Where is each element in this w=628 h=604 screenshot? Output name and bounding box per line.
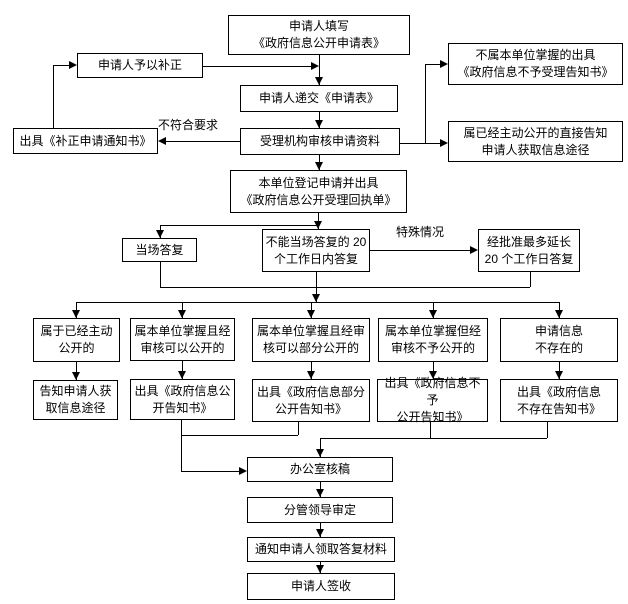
flow-node-already-public-inform: 属已经主动公开的直接告知 申请人获取信息途径 xyxy=(448,121,623,162)
connector xyxy=(181,471,240,472)
flow-node-correction-notice: 出具《补正申请通知书》 xyxy=(13,128,158,154)
connector xyxy=(425,64,441,65)
connector xyxy=(160,262,161,287)
connector xyxy=(53,65,70,66)
flow-node-case-not-open: 属本单位掌握但经 审核不予公开的 xyxy=(378,318,488,362)
flow-node-case-can-open: 属本单位掌握且经 审核可以公开的 xyxy=(130,318,235,361)
arrow-down-icon xyxy=(72,372,80,380)
connector xyxy=(181,420,182,471)
flow-node-register-receipt: 本单位登记申请并出具 《政府信息公开受理回执单》 xyxy=(230,170,407,213)
arrow-down-icon xyxy=(307,371,315,379)
flow-node-act-refuse-notice: 出具《政府信息不予 公开告知书》 xyxy=(377,376,488,424)
flow-node-applicant-sign: 申请人签收 xyxy=(247,573,395,600)
arrow-down-icon xyxy=(316,529,324,537)
flow-node-case-already-public: 属于已经主动 公开的 xyxy=(33,318,120,362)
flow-node-act-not-exist-notice: 出具《政府信息 不存在告知书》 xyxy=(500,379,618,422)
edge-label-special-case: 特殊情况 xyxy=(396,225,445,239)
arrow-down-icon xyxy=(307,310,315,318)
flow-node-submit-form: 申请人递交《申请表》 xyxy=(240,85,398,112)
flow-node-review-materials: 受理机构审核申请资料 xyxy=(240,128,400,155)
arrow-down-icon xyxy=(178,371,186,379)
arrow-down-icon xyxy=(315,120,323,128)
connector xyxy=(370,250,471,251)
connector xyxy=(160,225,318,226)
arrow-down-icon xyxy=(316,565,324,573)
arrow-down-icon xyxy=(312,294,320,302)
connector xyxy=(53,65,54,128)
arrow-down-icon xyxy=(555,371,563,379)
flow-node-act-inform-channel: 告知申请人获 取信息途径 xyxy=(33,380,118,420)
connector xyxy=(425,143,441,144)
arrow-down-icon xyxy=(178,310,186,318)
arrow-down-icon xyxy=(156,230,164,238)
flow-node-reply-onspot: 当场答复 xyxy=(122,238,197,262)
arrow-down-icon xyxy=(429,371,437,379)
connector xyxy=(425,64,426,143)
connector xyxy=(76,362,77,380)
connector xyxy=(320,438,547,439)
arrow-down-icon xyxy=(555,310,563,318)
connector xyxy=(319,55,320,85)
arrow-down-icon xyxy=(315,77,323,85)
arrow-down-icon xyxy=(315,162,323,170)
connector xyxy=(559,362,560,379)
arrow-down-icon xyxy=(72,310,80,318)
connector xyxy=(430,422,431,438)
connector xyxy=(165,141,240,142)
flow-node-reply-20days: 不能当场答复的 20 个工作日内答复 xyxy=(262,229,370,272)
arrow-right-icon xyxy=(69,61,77,69)
arrow-down-icon xyxy=(429,310,437,318)
connector xyxy=(530,272,531,287)
flow-node-reply-extend: 经批准最多延长 20 个工作日答复 xyxy=(478,229,580,272)
flow-node-act-partial-notice: 出具《政府信息部分 公开告知书》 xyxy=(252,379,370,422)
arrow-right-icon xyxy=(440,139,448,147)
flow-node-case-partial-open: 属本单位掌握且经审 核可以部分公开的 xyxy=(252,318,370,362)
flow-node-not-held-notice: 不属本单位掌握的出具 《政府信息不予受理告知书》 xyxy=(448,43,623,85)
arrow-right-icon xyxy=(470,246,478,254)
connector xyxy=(181,435,298,436)
flow-node-act-open-notice: 出具《政府信息公 开告知书》 xyxy=(130,379,235,420)
flow-node-case-not-exist: 申请信息 不存在的 xyxy=(500,318,618,362)
arrow-down-icon xyxy=(316,449,324,457)
flow-node-notify-pickup: 通知申请人领取答复材料 xyxy=(247,537,395,562)
arrow-left-icon xyxy=(158,137,166,145)
connector xyxy=(203,66,312,67)
arrow-right-icon xyxy=(440,60,448,68)
flow-node-leader-approve: 分管领导审定 xyxy=(247,497,393,523)
arrow-right-icon xyxy=(311,62,319,70)
connector xyxy=(547,422,548,438)
arrow-right-icon xyxy=(239,467,247,475)
connector xyxy=(320,438,321,457)
connector xyxy=(311,362,312,379)
connector xyxy=(182,361,183,379)
arrow-down-icon xyxy=(314,221,322,229)
flow-node-office-check: 办公室核稿 xyxy=(247,457,393,482)
flow-node-fill-form: 申请人填写 《政府信息公开申请表》 xyxy=(228,15,410,55)
arrow-down-icon xyxy=(316,489,324,497)
edge-label-not-meeting-requirements: 不符合要求 xyxy=(158,118,219,132)
connector xyxy=(160,287,530,288)
connector xyxy=(400,143,425,144)
connector xyxy=(76,302,559,303)
connector xyxy=(433,362,434,379)
connector xyxy=(298,422,299,435)
flow-node-applicant-correct: 申请人予以补正 xyxy=(77,53,203,78)
